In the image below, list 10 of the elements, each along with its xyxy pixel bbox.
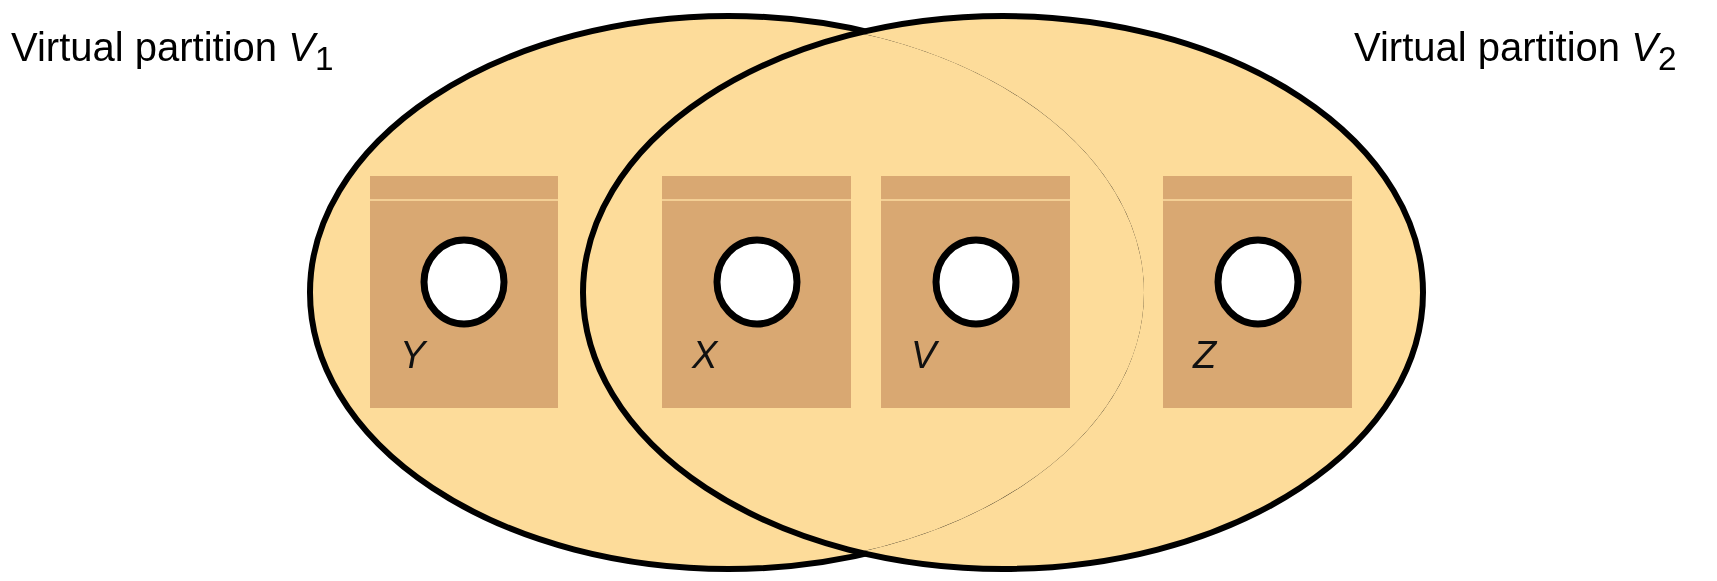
block-label: X xyxy=(692,334,718,377)
block-box xyxy=(1163,176,1352,408)
block-label: V xyxy=(911,334,937,377)
block-label: Y xyxy=(400,334,426,377)
block-box xyxy=(662,176,851,408)
block-label: Z xyxy=(1193,334,1217,377)
partition-title: Virtual partition V$_{2}$ xyxy=(1354,25,1677,78)
block-box xyxy=(881,176,1070,408)
partition-title: Virtual partition V$_{1}$ xyxy=(11,25,334,78)
block-box xyxy=(370,176,558,408)
